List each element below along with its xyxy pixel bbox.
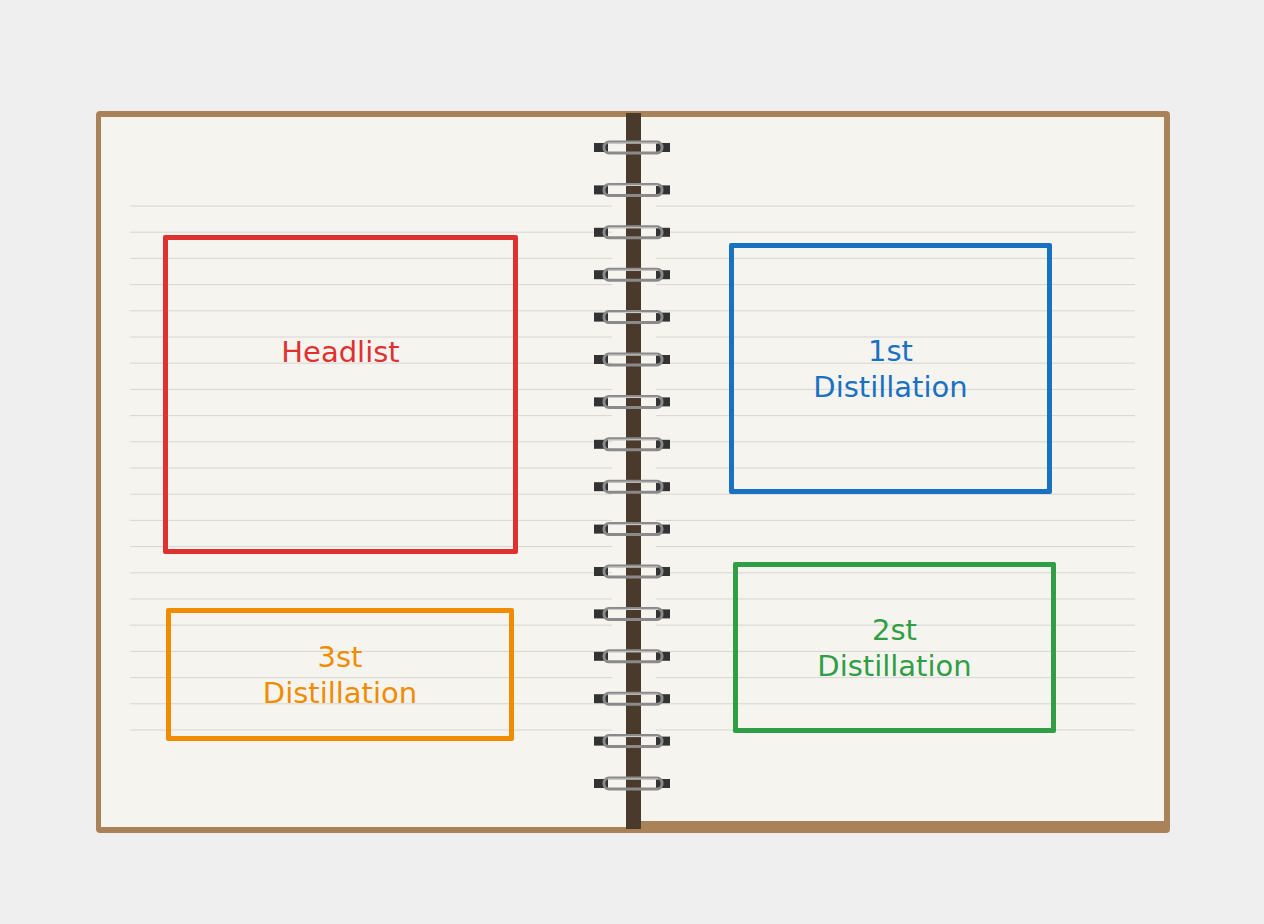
box-label: 2st Distillation [817, 612, 971, 684]
box-label: 3st Distillation [263, 639, 417, 711]
distillation-box: 1st Distillation [729, 243, 1052, 494]
box-label: Headlist [281, 334, 399, 370]
distillation-box: 3st Distillation [166, 608, 514, 741]
box-label: 1st Distillation [813, 333, 967, 405]
headlist-box: Headlist [163, 235, 518, 554]
distillation-box: 2st Distillation [733, 562, 1056, 733]
